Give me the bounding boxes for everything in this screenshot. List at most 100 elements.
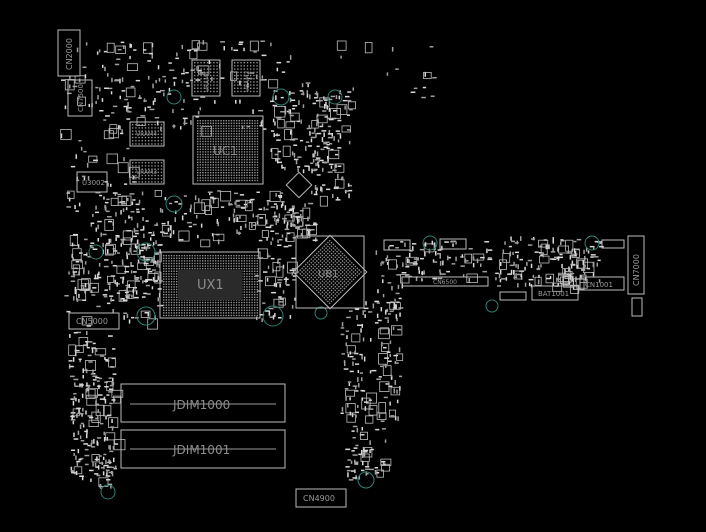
smd-component — [137, 259, 140, 264]
smd-component — [261, 230, 269, 238]
smd-component — [362, 446, 373, 458]
smd-component — [136, 211, 140, 213]
smd-component — [352, 87, 354, 91]
dimm-slot-jdim1000: JDIM1000 — [120, 383, 286, 423]
smd-component — [123, 105, 129, 108]
smd-component — [109, 466, 115, 469]
smd-component — [273, 283, 276, 287]
smd-component — [95, 205, 97, 210]
smd-component — [357, 370, 360, 373]
smd-component — [352, 358, 356, 360]
smd-component — [135, 232, 139, 235]
smd-component — [502, 249, 505, 254]
smd-component — [106, 302, 111, 305]
smd-component — [121, 259, 124, 265]
smd-component — [136, 245, 138, 250]
smd-component — [157, 297, 159, 302]
smd-component — [95, 211, 99, 214]
smd-component — [104, 464, 109, 467]
smd-component — [582, 260, 584, 265]
smd-component — [92, 248, 98, 250]
smd-component — [75, 261, 80, 263]
smd-component — [267, 265, 270, 269]
smd-component — [378, 328, 390, 340]
smd-component — [137, 262, 147, 270]
smd-component — [228, 217, 231, 221]
smd-component — [133, 230, 139, 232]
smd-component — [396, 353, 404, 361]
smd-component — [369, 449, 371, 453]
smd-component — [295, 159, 298, 165]
smd-component — [556, 278, 561, 280]
smd-component — [77, 244, 80, 248]
smd-component — [382, 279, 384, 284]
smd-component — [404, 274, 409, 277]
smd-component — [312, 169, 317, 172]
smd-component — [476, 258, 479, 264]
smd-component — [130, 270, 133, 274]
smd-component — [72, 264, 80, 276]
smd-component — [61, 79, 66, 81]
smd-component — [341, 353, 345, 355]
smd-component — [104, 357, 106, 361]
smd-component — [68, 360, 73, 362]
vram2-label: VRAM2 — [244, 71, 251, 92]
smd-component — [220, 77, 225, 79]
smd-component — [105, 432, 116, 441]
smd-component — [122, 208, 125, 212]
smd-component — [95, 191, 101, 194]
smd-component — [413, 87, 418, 90]
smd-component — [134, 277, 140, 279]
smd-component — [97, 220, 102, 223]
smd-component — [85, 410, 87, 415]
smd-component — [417, 257, 419, 261]
smd-component — [472, 256, 475, 261]
smd-component — [552, 247, 554, 252]
smd-component — [232, 213, 235, 218]
cn2000-label: CN2000 — [65, 38, 74, 70]
smd-component — [194, 195, 197, 201]
smd-component — [103, 405, 112, 417]
smd-component — [270, 241, 272, 245]
smd-component — [352, 454, 358, 456]
smd-component — [536, 268, 540, 271]
smd-component — [150, 237, 152, 241]
smd-component — [104, 358, 108, 361]
smd-component — [81, 393, 84, 398]
smd-component — [276, 205, 278, 210]
smd-component — [531, 238, 536, 240]
smd-component — [78, 399, 80, 403]
smd-component — [361, 355, 363, 360]
smd-component — [147, 244, 151, 247]
smd-component — [106, 42, 115, 53]
smd-component — [211, 76, 213, 82]
smd-component — [312, 239, 318, 241]
smd-component — [124, 289, 128, 292]
smd-component — [236, 229, 238, 234]
smd-component — [278, 301, 284, 303]
smd-component — [277, 279, 283, 281]
smd-component — [574, 278, 577, 282]
smd-component — [341, 322, 344, 327]
smd-component — [304, 203, 306, 207]
smd-component — [123, 315, 125, 320]
smd-component — [355, 414, 357, 418]
smd-component — [272, 104, 278, 107]
smd-component — [255, 215, 259, 217]
smd-component — [394, 416, 397, 421]
smd-component — [279, 283, 281, 288]
smd-component — [96, 305, 101, 308]
smd-component — [495, 272, 499, 275]
smd-component — [282, 290, 285, 294]
smd-component — [311, 168, 313, 174]
smd-component — [348, 140, 351, 145]
smd-component — [486, 248, 488, 254]
smd-component — [97, 409, 99, 413]
smd-component — [284, 129, 293, 141]
smd-component — [356, 315, 358, 320]
smd-component — [375, 300, 380, 303]
smd-component — [217, 239, 220, 245]
smd-component — [107, 249, 109, 254]
smd-component — [127, 280, 136, 292]
smd-component — [196, 66, 198, 71]
